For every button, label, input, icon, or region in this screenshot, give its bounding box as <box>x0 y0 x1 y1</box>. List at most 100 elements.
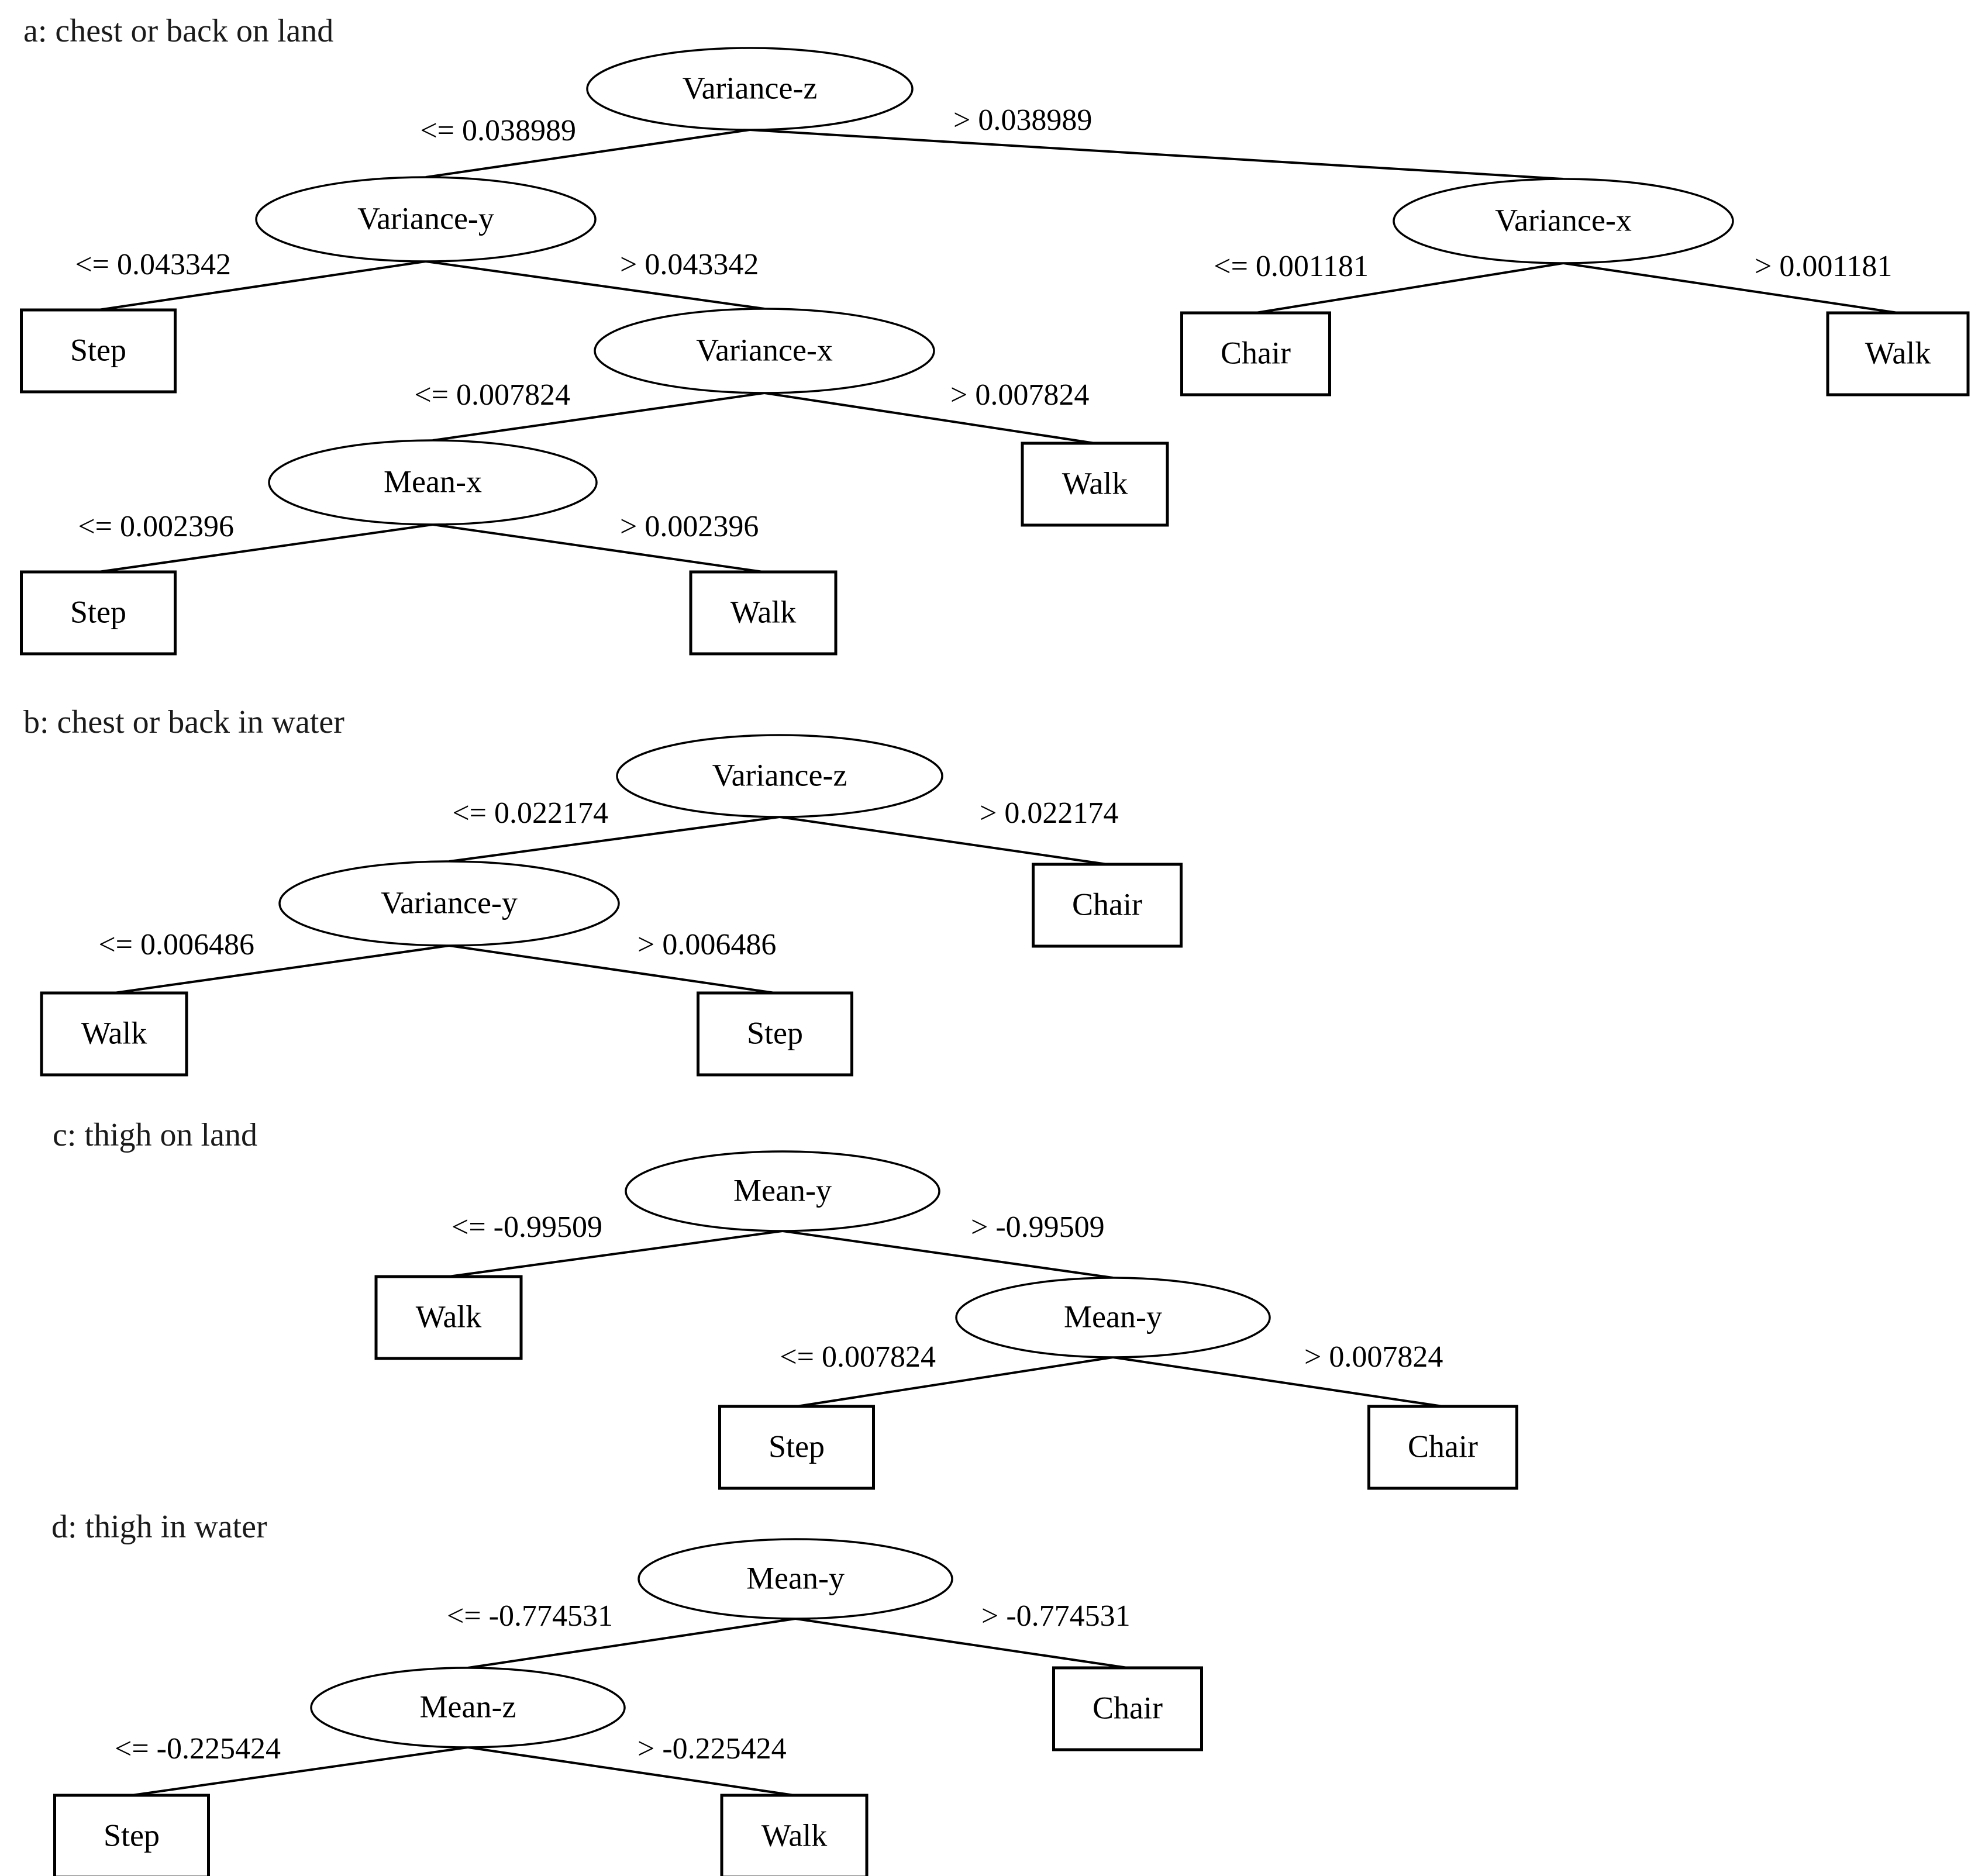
tree-edge <box>782 1230 1114 1279</box>
leaf-label: Walk <box>730 594 797 629</box>
edge-label-left: <= -0.99509 <box>452 1211 602 1244</box>
tree-edge <box>113 944 450 994</box>
leaf-box-shape <box>1032 863 1183 948</box>
panel-title-c: c: thigh on land <box>53 1117 257 1153</box>
tree-node-leaf: Chair <box>1367 1405 1518 1490</box>
leaf-label: Step <box>769 1429 825 1464</box>
node-ellipse-shape <box>586 47 914 131</box>
leaf-box-shape <box>53 1794 210 1876</box>
tree-edge <box>467 1618 796 1669</box>
tree-node-leaf: Step <box>697 991 853 1077</box>
leaf-label: Chair <box>1221 335 1291 370</box>
leaf-label: Step <box>104 1818 160 1853</box>
leaf-box-shape <box>697 991 853 1077</box>
node-label: Mean-y <box>733 1172 832 1208</box>
tree-node-internal: Mean-y <box>955 1277 1271 1358</box>
edge-label-right: > 0.001181 <box>1755 250 1892 283</box>
edge-label-left: <= 0.006486 <box>98 928 254 961</box>
edge-label-right: > -0.225424 <box>637 1732 787 1765</box>
node-label: Mean-y <box>1064 1299 1162 1334</box>
tree-node-internal: Mean-y <box>637 1538 953 1620</box>
leaf-label: Chair <box>1408 1429 1478 1464</box>
tree-node-internal: Variance-x <box>594 308 935 394</box>
tree-edge <box>448 1230 783 1278</box>
tree-node-leaf: Walk <box>689 570 838 656</box>
edge-label-right: > 0.022174 <box>980 796 1118 830</box>
tree-node-leaf: Step <box>20 308 177 394</box>
node-label: Variance-x <box>696 332 833 367</box>
leaf-label: Step <box>747 1015 803 1050</box>
leaf-box-shape <box>1052 1666 1203 1751</box>
tree-edge <box>795 1618 1128 1669</box>
edge-label-right: > -0.774531 <box>981 1599 1131 1633</box>
tree-edge <box>779 816 1108 865</box>
tree-node-leaf: Walk <box>374 1275 523 1360</box>
node-ellipse-shape <box>1393 178 1734 264</box>
panel-d: d: thigh in water <= -0.774531 > -0.774531… <box>51 1509 1203 1876</box>
tree-node-leaf: Step <box>53 1794 210 1876</box>
edge-label-left: <= 0.022174 <box>452 796 608 830</box>
panel-title-d: d: thigh in water <box>51 1509 267 1545</box>
node-ellipse-shape <box>637 1538 953 1620</box>
node-ellipse-shape <box>310 1667 626 1749</box>
edge-label-left: <= 0.038989 <box>420 114 576 147</box>
leaf-box-shape <box>689 570 838 656</box>
panel-c: c: thigh on land <= -0.99509 > -0.99509 <= … <box>53 1117 1518 1490</box>
tree-node-internal: Variance-y <box>278 860 620 947</box>
tree-node-leaf: Walk <box>1021 442 1169 527</box>
edge-label-left: <= 0.002396 <box>78 510 234 543</box>
leaf-box-shape <box>20 570 177 656</box>
leaf-box-shape <box>1826 311 1970 396</box>
leaf-box-shape <box>1021 442 1169 527</box>
node-label: Variance-y <box>357 201 494 236</box>
tree-edge <box>98 260 426 311</box>
leaf-box-shape <box>374 1275 523 1360</box>
leaf-label: Walk <box>416 1299 482 1334</box>
edge-label-left: <= -0.774531 <box>447 1599 613 1633</box>
leaf-box-shape <box>40 991 188 1077</box>
leaf-label: Chair <box>1093 1690 1163 1725</box>
node-ellipse-shape <box>268 439 598 526</box>
leaf-label: Step <box>70 332 126 367</box>
panel-title-b: b: chest or back in water <box>23 704 344 740</box>
node-ellipse-shape <box>616 734 943 818</box>
tree-node-internal: Mean-z <box>310 1667 626 1749</box>
node-label: Mean-y <box>746 1560 845 1595</box>
edge-label-right: > -0.99509 <box>971 1211 1105 1244</box>
tree-node-internal: Variance-z <box>586 47 914 131</box>
leaf-label: Step <box>70 594 126 629</box>
tree-node-internal: Variance-x <box>1393 178 1734 264</box>
leaf-box-shape <box>1367 1405 1518 1490</box>
tree-node-leaf: Walk <box>720 1794 869 1876</box>
node-ellipse-shape <box>955 1277 1271 1358</box>
tree-node-leaf: Walk <box>1826 311 1970 396</box>
tree-node-leaf: Step <box>718 1405 875 1490</box>
edge-label-right: > 0.038989 <box>953 104 1092 137</box>
node-label: Variance-y <box>381 885 518 920</box>
node-label: Variance-x <box>1495 202 1632 237</box>
tree-edge <box>1563 262 1898 314</box>
edge-label-left: <= 0.043342 <box>75 248 231 281</box>
tree-node-internal: Variance-y <box>255 176 597 263</box>
node-label: Variance-z <box>712 757 847 792</box>
tree-node-internal: Mean-y <box>625 1150 940 1232</box>
edge-label-right: > 0.002396 <box>620 510 759 543</box>
edge-label-left: <= 0.001181 <box>1214 250 1369 283</box>
panel-a: a: chest or back on land<= 0.038989> 0.0… <box>20 13 1970 656</box>
tree-edge <box>749 129 1564 180</box>
tree-node-leaf: Chair <box>1052 1666 1203 1751</box>
tree-edge <box>1112 1356 1443 1408</box>
edge-label-right: > 0.007824 <box>1304 1340 1443 1374</box>
node-label: Mean-z <box>420 1689 516 1724</box>
tree-edge <box>764 392 1095 444</box>
node-ellipse-shape <box>255 176 597 263</box>
edge-label-left: <= -0.225424 <box>115 1732 281 1765</box>
tree-edge <box>432 392 765 442</box>
tree-edge <box>425 129 750 178</box>
tree-node-internal: Mean-x <box>268 439 598 526</box>
tree-edge <box>467 1746 795 1796</box>
edge-label-left: <= 0.007824 <box>780 1340 936 1374</box>
edge-label-right: > 0.007824 <box>950 378 1089 412</box>
